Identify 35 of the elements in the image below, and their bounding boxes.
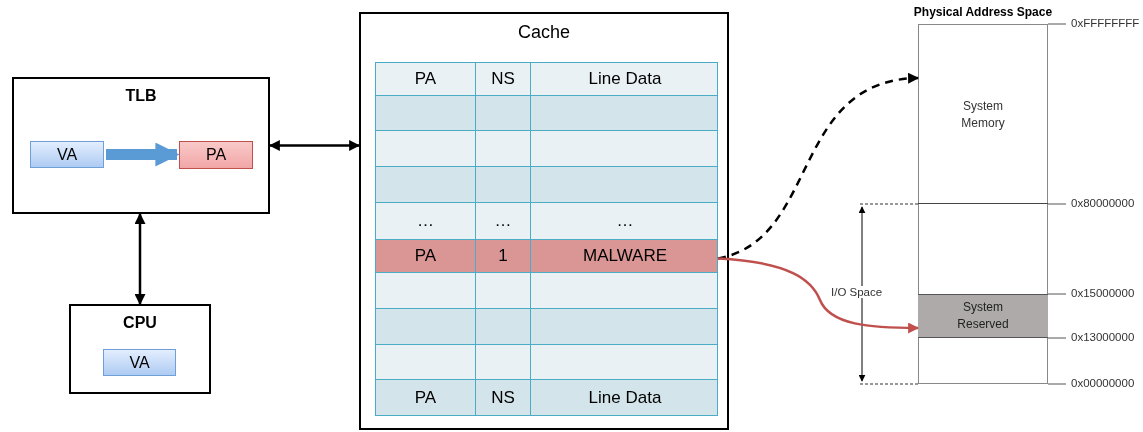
box-title: CPU <box>122 314 158 332</box>
address-label: 0x80000000 <box>1070 197 1136 209</box>
address-label: 0xFFFFFFFF <box>1070 17 1141 29</box>
table-cell-text: MALWARE <box>581 245 669 267</box>
table-cell: PA <box>376 380 476 415</box>
address-tag: VA <box>103 349 176 376</box>
table-cell-text: … <box>615 210 635 232</box>
component-box <box>12 77 270 214</box>
cache-box <box>359 12 729 430</box>
arrow <box>268 140 361 151</box>
table-cell: NS <box>476 63 531 95</box>
arrow <box>134 212 146 306</box>
dimension-label: I/O Space <box>829 286 885 298</box>
arrow <box>106 142 180 167</box>
table-cell: … <box>476 203 531 239</box>
table-cell: 1 <box>476 240 531 272</box>
table-cell: PA <box>376 240 476 272</box>
table-cell: PA <box>376 63 476 95</box>
highlighted-table-row <box>375 240 718 273</box>
memory-region: System Memory <box>918 24 1048 204</box>
memory-region: System Reserved <box>918 294 1048 338</box>
address-tag: VA <box>30 141 104 168</box>
component-box <box>69 304 211 394</box>
table-cell: NS <box>476 380 531 415</box>
table-cell-text: Line Data <box>587 386 663 409</box>
address-label: 0x13000000 <box>1070 331 1136 343</box>
box-title: TLB <box>124 87 158 105</box>
box-title: Cache <box>517 22 571 43</box>
table-cell: … <box>376 203 476 239</box>
address-label: 0x15000000 <box>1070 287 1136 299</box>
table-cell-text: Line Data <box>587 68 663 90</box>
address-tag: PA <box>179 141 253 169</box>
column-title: Physical Address Space <box>912 5 1054 19</box>
address-label: 0x00000000 <box>1070 377 1136 389</box>
arrow <box>717 257 920 334</box>
